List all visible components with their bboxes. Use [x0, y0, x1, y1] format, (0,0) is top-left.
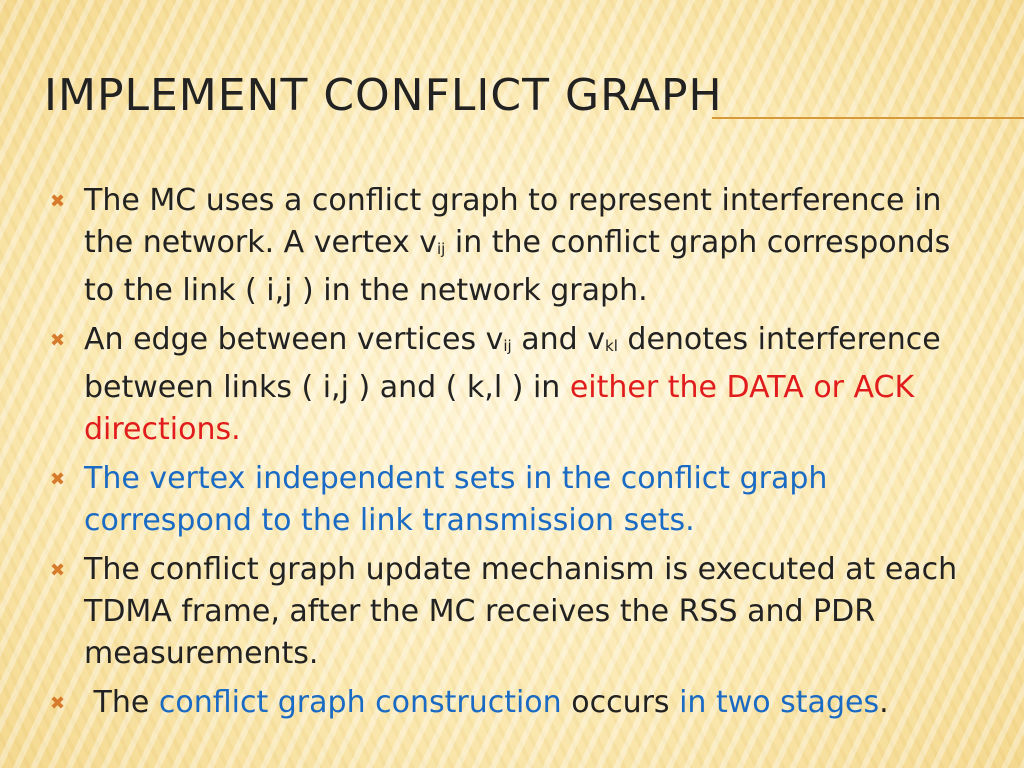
bullet-2-red-emphasis: either the DATA or ACK directions. — [84, 370, 915, 447]
bullet-5-text: The — [84, 685, 159, 720]
title-underline — [712, 117, 1024, 119]
subscript-kl: kl — [605, 337, 618, 355]
bullet-item-1: ✖ The MC uses a conflict graph to repres… — [48, 180, 978, 312]
bullet-item-3: ✖ The vertex independent sets in the con… — [48, 458, 978, 542]
x-bullet-icon: ✖ — [50, 330, 66, 351]
x-bullet-icon: ✖ — [50, 560, 66, 581]
bullet-2-text-cont2: denotes interference between links ( i,j… — [84, 322, 941, 405]
bullet-2-text-cont: and v — [511, 322, 606, 357]
bullet-4-text: The conflict graph update mechanism is e… — [84, 552, 958, 671]
bullet-5-period: . — [879, 685, 889, 720]
slide-title: IMPLEMENT CONFLICT GRAPH — [44, 70, 723, 121]
bullet-item-2: ✖ An edge between vertices vij and vkl d… — [48, 319, 978, 451]
subscript-ij: ij — [437, 240, 446, 258]
bullet-1-text-cont: in the conflict graph corresponds to the… — [84, 225, 951, 308]
bullet-5-blue-2: in two stages — [679, 685, 880, 720]
bullet-5-text-cont: occurs — [561, 685, 680, 720]
bullet-item-4: ✖ The conflict graph update mechanism is… — [48, 549, 978, 675]
x-bullet-icon: ✖ — [50, 469, 66, 490]
bullet-3-blue-text: The vertex independent sets in the confl… — [84, 461, 828, 538]
x-bullet-icon: ✖ — [50, 693, 66, 714]
subscript-ij: ij — [503, 337, 512, 355]
bullet-5-blue-1: conflict graph construction — [158, 685, 562, 720]
bullet-1-text: The MC uses a conflict graph to represen… — [84, 183, 942, 260]
bullet-2-text: An edge between vertices v — [84, 322, 504, 357]
bullet-list: ✖ The MC uses a conflict graph to repres… — [48, 180, 978, 731]
bullet-item-5: ✖ The conflict graph construction occurs… — [48, 682, 978, 724]
x-bullet-icon: ✖ — [50, 191, 66, 212]
